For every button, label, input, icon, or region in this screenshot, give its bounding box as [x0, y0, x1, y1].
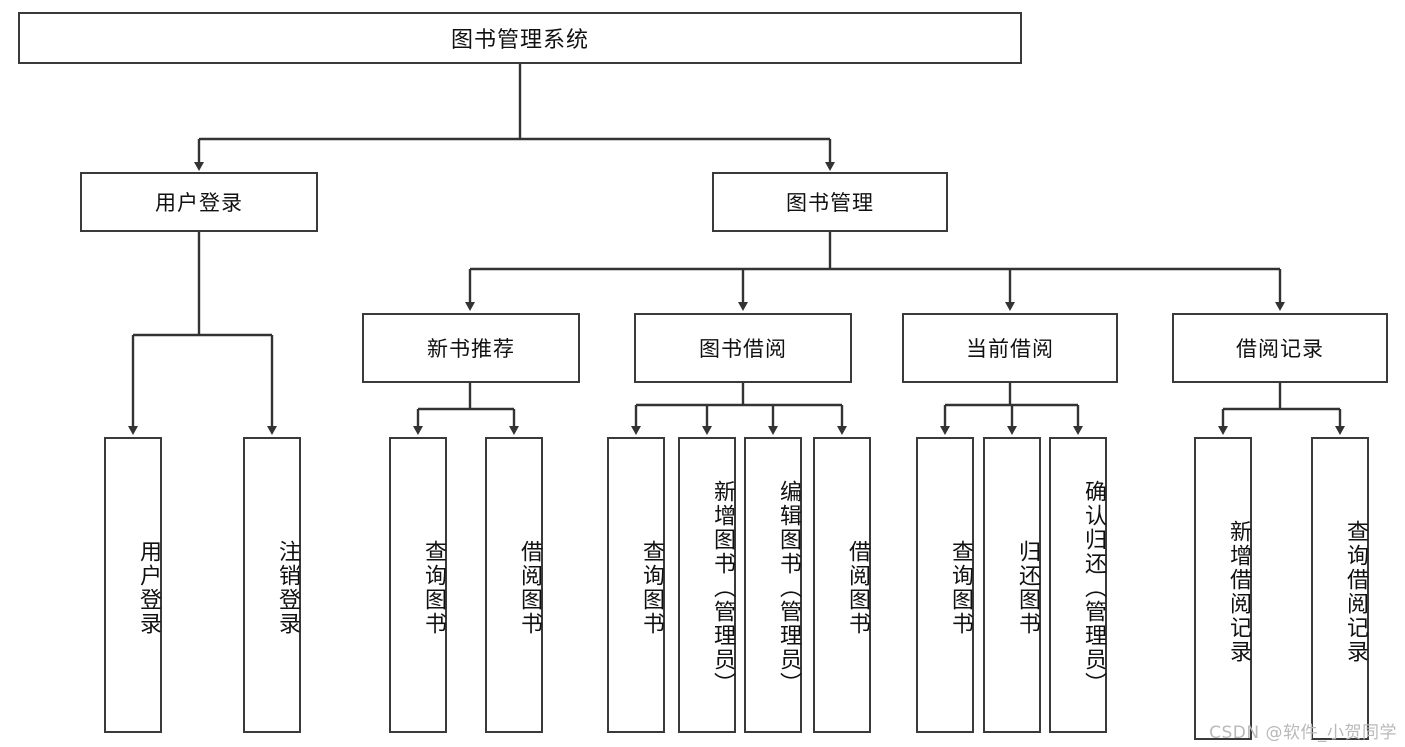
node-label: 查询图书: [948, 540, 973, 636]
node-label: 归还图书: [1015, 540, 1040, 636]
node-label: 借阅图书: [845, 540, 870, 636]
node-label: 查询图书: [421, 540, 446, 636]
leaf-query-book-current[interactable]: 查询图书: [916, 437, 974, 733]
leaf-add-borrow-record[interactable]: 新增借阅记录: [1194, 437, 1252, 740]
node-current-borrow[interactable]: 当前借阅: [902, 313, 1118, 383]
node-label: 图书管理系统: [450, 28, 589, 53]
leaf-query-book-recommend[interactable]: 查询图书: [389, 437, 447, 733]
node-label: 查询图书: [639, 540, 664, 636]
leaf-borrow-book[interactable]: 借阅图书: [813, 437, 871, 733]
node-borrow-record[interactable]: 借阅记录: [1172, 313, 1388, 383]
leaf-return-book[interactable]: 归还图书: [983, 437, 1041, 733]
node-label: 借阅记录: [1236, 337, 1324, 361]
node-label: 新增借阅记录: [1226, 519, 1251, 664]
node-new-book-recommend[interactable]: 新书推荐: [362, 313, 580, 383]
node-label: 借阅图书: [517, 540, 542, 636]
node-label: 编辑图书（管理员）: [776, 480, 801, 696]
watermark: CSDN @软件_小贺同学: [1209, 723, 1397, 743]
node-label: 图书管理: [786, 191, 874, 215]
leaf-add-book-admin[interactable]: 新增图书（管理员）: [678, 437, 736, 733]
node-label: 确认归还（管理员）: [1081, 480, 1106, 696]
node-user-login[interactable]: 用户登录: [80, 172, 318, 232]
node-label: 新书推荐: [427, 337, 515, 361]
leaf-query-book-borrow[interactable]: 查询图书: [607, 437, 665, 733]
node-label: 新增图书（管理员）: [710, 480, 735, 696]
leaf-user-login[interactable]: 用户登录: [104, 437, 162, 733]
node-label: 图书借阅: [699, 337, 787, 361]
node-book-management[interactable]: 图书管理: [712, 172, 948, 232]
node-label: 查询借阅记录: [1343, 519, 1368, 664]
leaf-edit-book-admin[interactable]: 编辑图书（管理员）: [744, 437, 802, 733]
leaf-query-borrow-record[interactable]: 查询借阅记录: [1311, 437, 1369, 740]
node-label: 当前借阅: [966, 337, 1054, 361]
node-book-borrow[interactable]: 图书借阅: [634, 313, 852, 383]
node-label: 用户登录: [136, 540, 161, 636]
node-label: 用户登录: [155, 191, 243, 215]
node-root-system[interactable]: 图书管理系统: [18, 12, 1022, 64]
leaf-borrow-book-recommend[interactable]: 借阅图书: [485, 437, 543, 733]
leaf-logout-login[interactable]: 注销登录: [243, 437, 301, 733]
node-label: 注销登录: [275, 540, 300, 636]
leaf-confirm-return-admin[interactable]: 确认归还（管理员）: [1049, 437, 1107, 733]
